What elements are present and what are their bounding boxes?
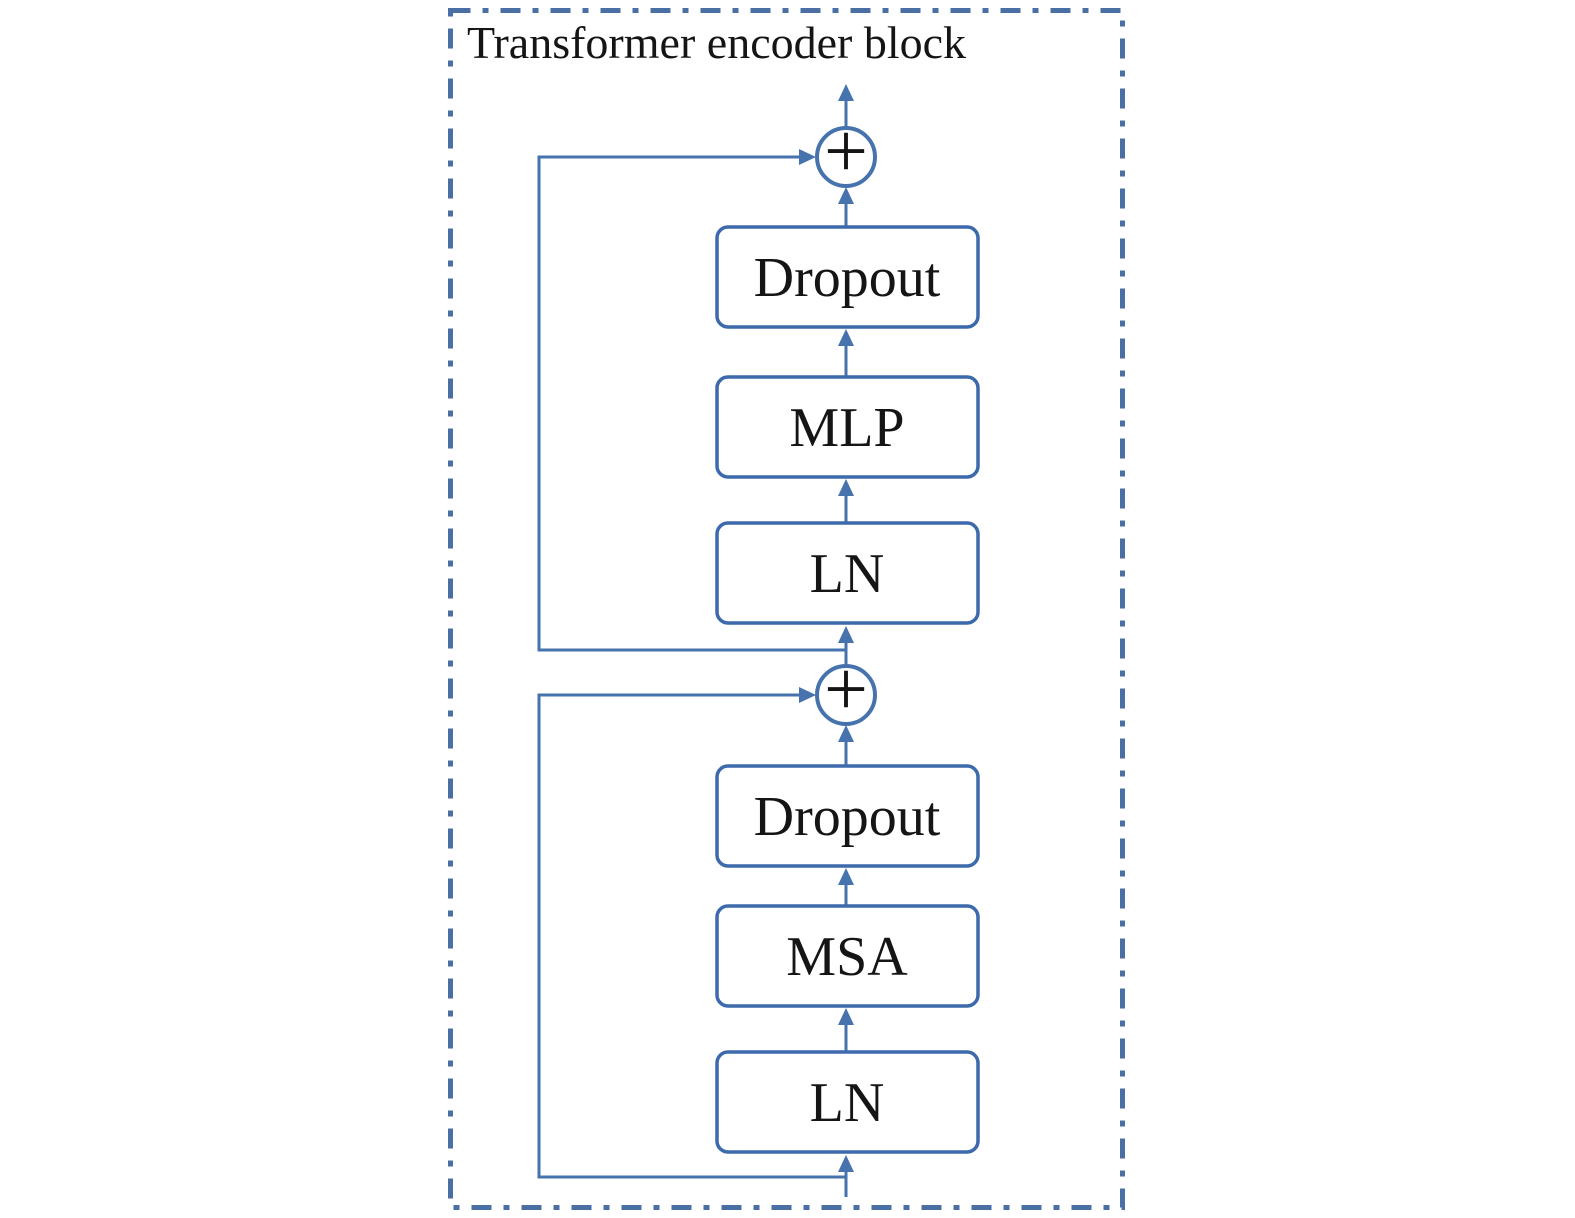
arrowhead-icon bbox=[838, 1155, 854, 1172]
diagram-title: Transformer encoder block bbox=[467, 17, 966, 68]
node-label: LN bbox=[810, 543, 885, 605]
arrowhead-icon bbox=[838, 479, 854, 496]
arrowhead-icon bbox=[838, 187, 854, 204]
node-box bbox=[715, 521, 980, 625]
node-label: MSA bbox=[786, 926, 908, 988]
node-label: MLP bbox=[789, 397, 904, 459]
arrowhead-icon bbox=[838, 329, 854, 346]
add-circle bbox=[815, 126, 877, 188]
plus-icon: + bbox=[824, 645, 868, 732]
add-node-upper: + bbox=[815, 107, 877, 194]
node-box bbox=[715, 1050, 980, 1154]
box-msa: MSA bbox=[715, 904, 980, 1008]
plus-icon: + bbox=[824, 107, 868, 194]
box-ln-upper: LN bbox=[715, 521, 980, 625]
node-label: Dropout bbox=[754, 786, 941, 848]
node-box bbox=[715, 225, 980, 329]
node-box bbox=[715, 375, 980, 479]
arrowhead-icon bbox=[838, 626, 854, 643]
box-dropout-lower: Dropout bbox=[715, 764, 980, 868]
box-dropout-upper: Dropout bbox=[715, 225, 980, 329]
box-ln-lower: LN bbox=[715, 1050, 980, 1154]
arrowhead-icon bbox=[799, 687, 816, 703]
add-node-lower: + bbox=[815, 645, 877, 732]
node-box bbox=[715, 764, 980, 868]
encoder-block-border bbox=[448, 8, 1125, 1210]
arrowhead-icon bbox=[838, 1008, 854, 1025]
arrowhead-icon bbox=[838, 868, 854, 885]
node-box bbox=[715, 904, 980, 1008]
arrowhead-icon bbox=[799, 149, 816, 165]
residual-connection-lower bbox=[537, 693, 846, 1179]
box-mlp: MLP bbox=[715, 375, 980, 479]
node-label: Dropout bbox=[754, 247, 941, 309]
arrowhead-icon bbox=[838, 84, 854, 101]
residual-connection-upper bbox=[537, 155, 846, 652]
node-label: LN bbox=[810, 1072, 885, 1134]
add-circle bbox=[815, 664, 877, 726]
arrowhead-icon bbox=[838, 725, 854, 742]
